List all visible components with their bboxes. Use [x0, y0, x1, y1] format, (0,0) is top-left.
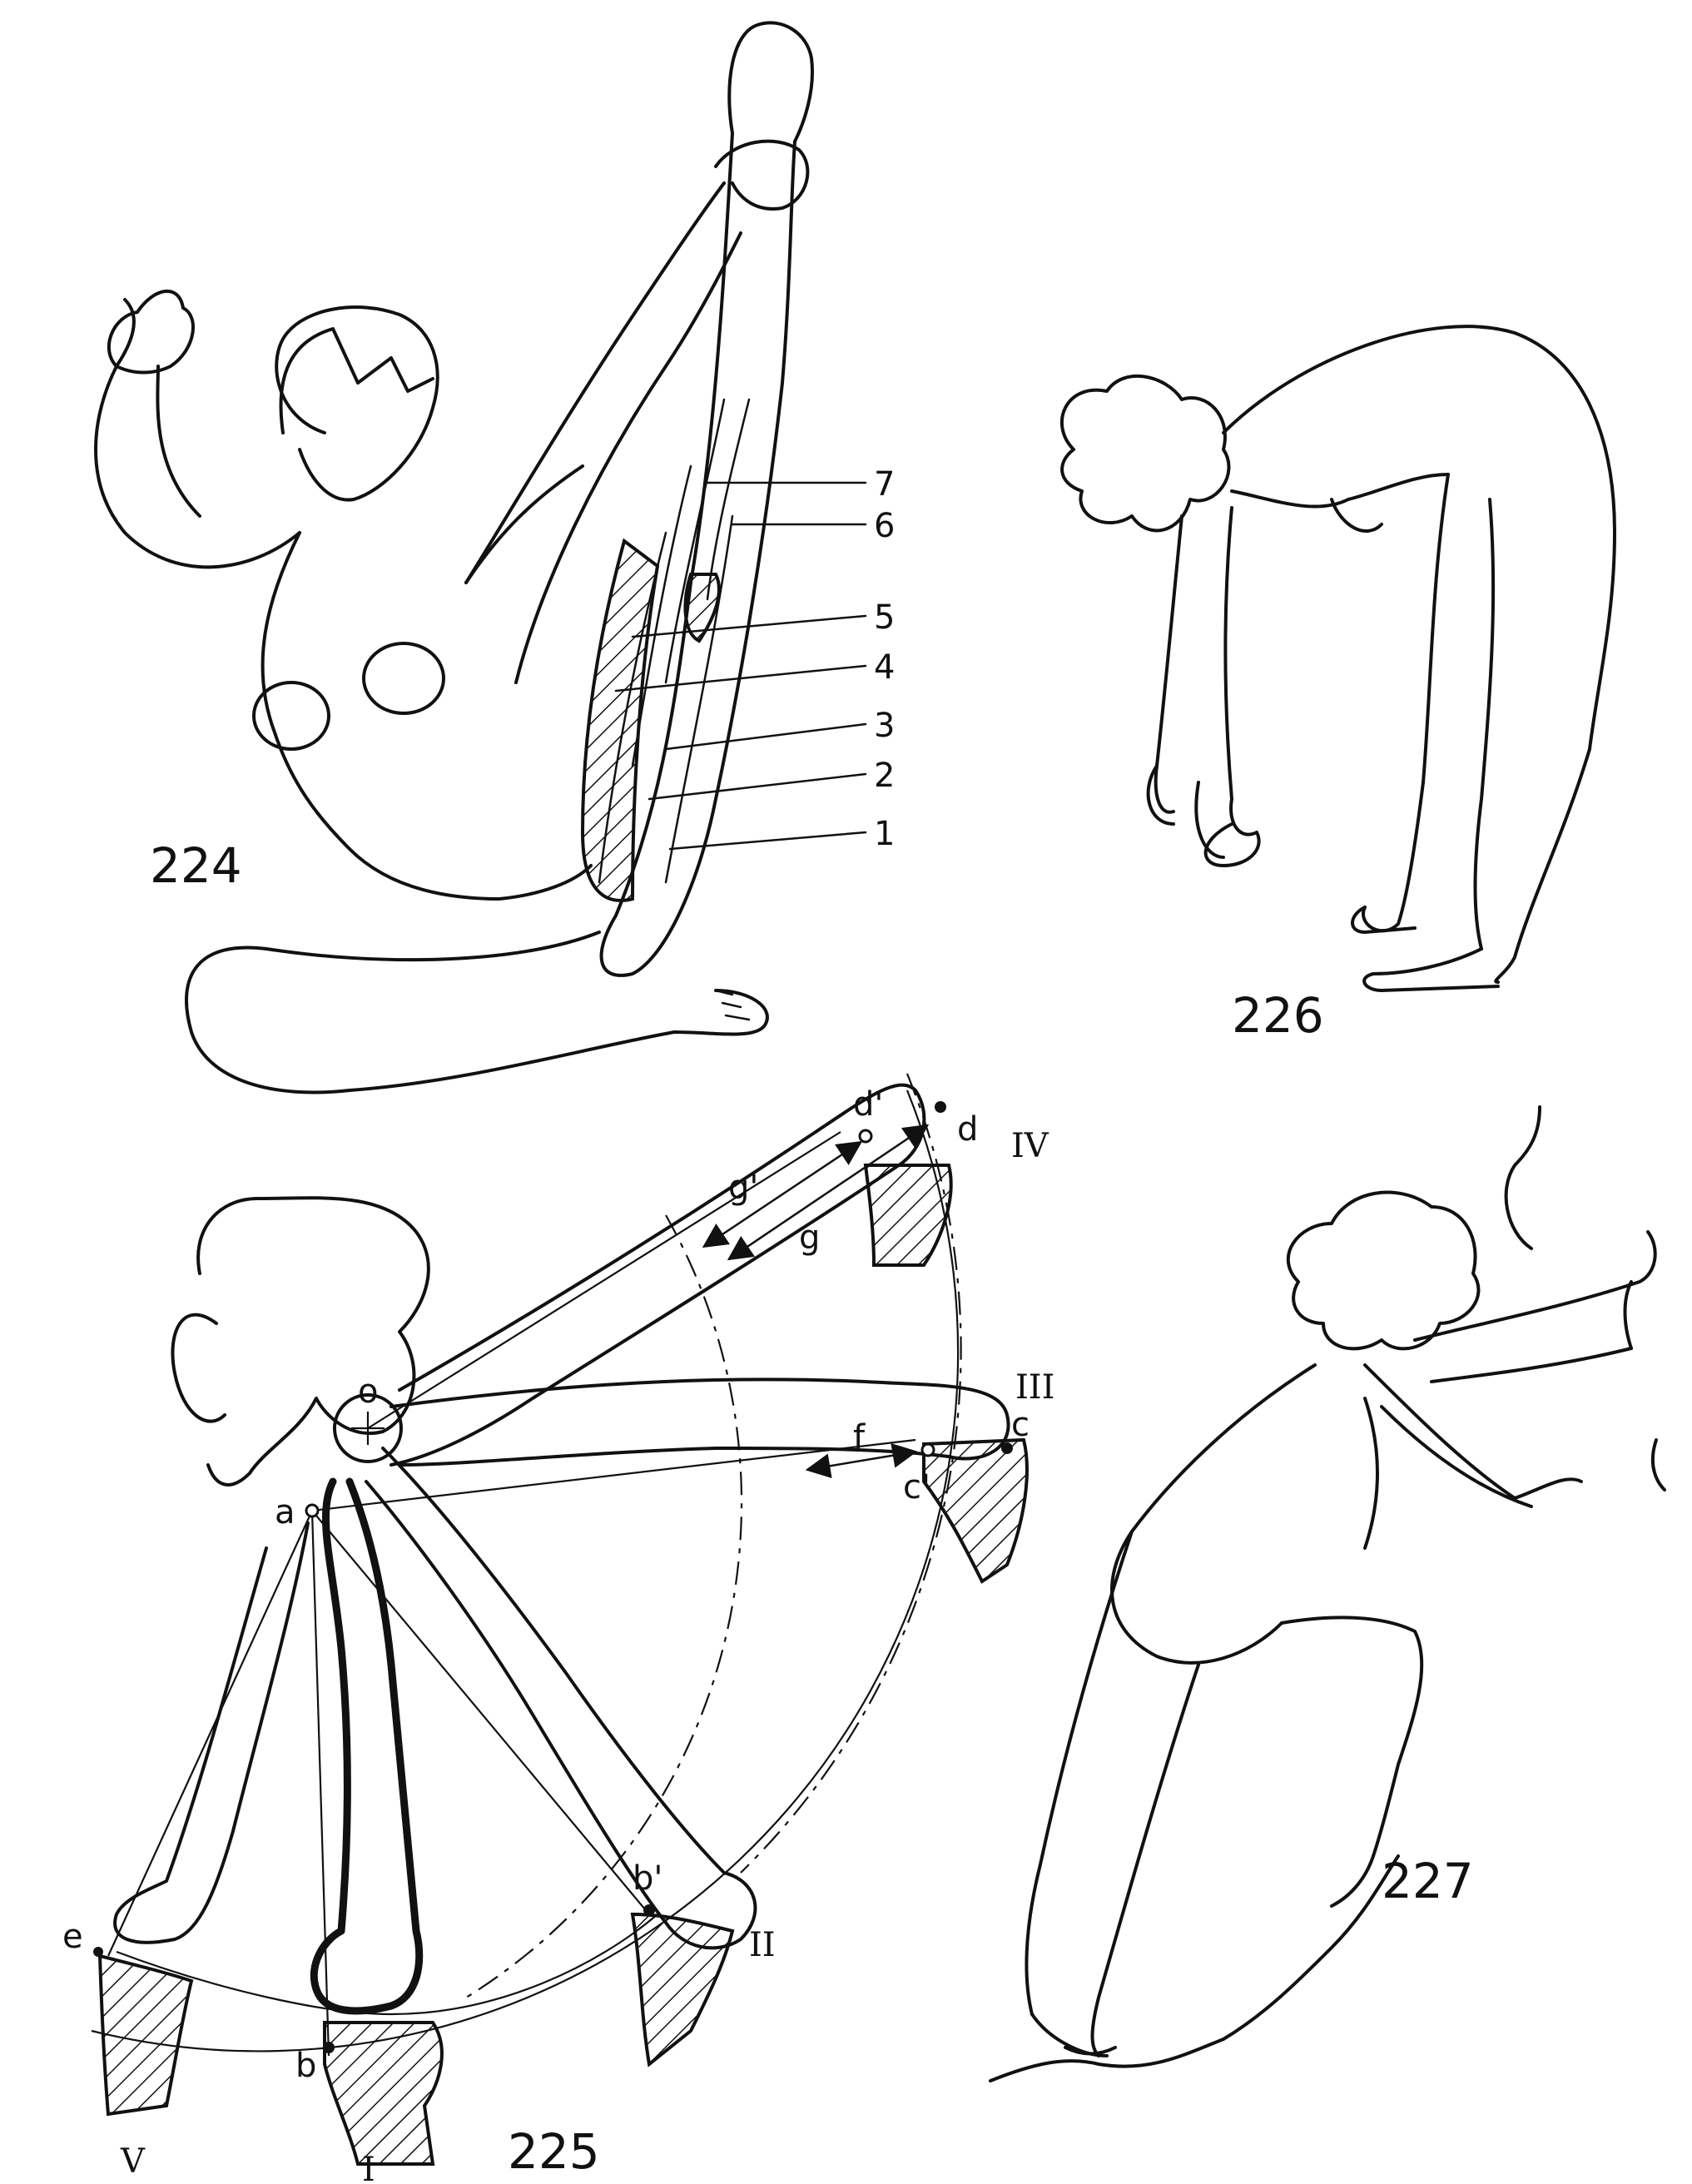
fig224-head	[275, 305, 439, 502]
fig225-label-III: III	[1015, 1368, 1054, 1407]
fig224-label-7: 7	[874, 465, 895, 504]
fig225-knee-arc	[116, 1913, 658, 2016]
fig225-line-a-bprime	[311, 1510, 650, 1915]
fig225-tibia-II	[630, 1912, 735, 2067]
fig226-hands	[1146, 764, 1261, 867]
fig225-tibia-I	[323, 2021, 444, 2166]
fig224-breast-right	[362, 642, 445, 715]
fig225-femur-III	[390, 1377, 1010, 1467]
fig224-label-5: 5	[874, 598, 895, 637]
fig227-torso	[1110, 1363, 1379, 1665]
fig225-pelvis	[171, 1196, 430, 1487]
fig225-arc-outer	[740, 1073, 962, 1874]
fig224-hatch-inner-thigh	[580, 538, 660, 902]
fig225-point-bprime	[643, 1904, 655, 1916]
fig225-point-e	[93, 1947, 103, 1957]
fig227-ground	[989, 1854, 1400, 2082]
fig224-number: 224	[150, 837, 242, 894]
fig224-leader-4	[614, 664, 867, 692]
fig225-label-d: d	[957, 1110, 978, 1149]
fig225-tibia-IV	[863, 1164, 953, 1267]
fig224-leader-2	[648, 772, 867, 801]
fig225-label-I: I	[362, 2151, 375, 2184]
fig225-label-o: o	[358, 1372, 378, 1411]
fig224-label-3: 3	[874, 707, 895, 745]
fig226-legs	[1362, 473, 1591, 984]
fig225-arrow-f	[805, 1442, 918, 1479]
fig224-leader-3	[664, 722, 867, 751]
fig224-label-2: 2	[874, 757, 895, 795]
fig225-label-gprime: g'	[728, 1169, 758, 1207]
fig224-label-1: 1	[874, 815, 895, 853]
fig225-number: 225	[508, 2123, 600, 2180]
fig225-point-dprime	[858, 1129, 873, 1144]
fig225-label-c: c	[1011, 1406, 1030, 1444]
figure-224: 224 7 6 5 4 3 2 1	[94, 21, 895, 1094]
fig225-label-dprime: d'	[853, 1085, 883, 1124]
fig224-leader-5	[631, 614, 867, 638]
fig225-label-bprime: b'	[633, 1859, 662, 1898]
fig225-point-d	[935, 1101, 946, 1113]
fig226-arms	[1154, 506, 1258, 859]
fig225-label-g: g	[799, 1219, 820, 1257]
fig225-femur-V	[113, 1521, 310, 1944]
fig227-feet	[1030, 1854, 1375, 2057]
fig224-fist	[107, 290, 195, 375]
fig224-muscle-lines	[598, 398, 751, 884]
fig225-tibia-III	[922, 1437, 1029, 1584]
fig224-hair	[279, 327, 434, 434]
fig224-leader-1	[668, 831, 867, 851]
fig225-label-II: II	[749, 1926, 776, 1964]
fig226-back	[1222, 325, 1616, 751]
fig227-wall	[1504, 1105, 1666, 1492]
fig225-label-V: V	[120, 2142, 146, 2181]
fig225-point-cprime	[920, 1442, 935, 1457]
fig224-raised-arm	[94, 298, 301, 569]
fig225-tibia-V	[97, 1953, 194, 2117]
fig225-label-a: a	[275, 1493, 295, 1531]
fig225-femur-IV	[390, 1083, 926, 1467]
figure-225: o a b b' c c' d d' e f g g' I II III IV …	[62, 1073, 1054, 2184]
fig224-breast-left	[252, 681, 330, 751]
fig224-label-6: 6	[874, 507, 895, 545]
fig225-label-e: e	[62, 1918, 83, 1956]
fig226-number: 226	[1232, 987, 1324, 1044]
fig227-number: 227	[1382, 1853, 1474, 1909]
figure-226: 226	[1059, 325, 1616, 1044]
fig226-hair	[1059, 374, 1231, 533]
fig224-label-4: 4	[874, 648, 895, 687]
fig225-arc-mid	[91, 1090, 960, 2052]
fig225-label-IV: IV	[1011, 1127, 1049, 1165]
fig225-label-cprime: c'	[903, 1468, 930, 1506]
fig225-point-a	[305, 1503, 320, 1518]
fig225-point-c	[1001, 1442, 1013, 1454]
fig224-torso	[260, 464, 593, 901]
fig225-label-b: b	[295, 2047, 316, 2085]
fig224-seated-leg	[185, 931, 769, 1094]
fig227-legs	[1025, 1530, 1424, 2057]
fig225-arrow-gprime	[702, 1140, 863, 1248]
fig226-feet	[1351, 906, 1500, 992]
fig227-arms	[1363, 1230, 1657, 1508]
fig227-hair	[1286, 1190, 1481, 1351]
fig224-reaching-arm	[464, 181, 742, 684]
fig225-arc-inner	[465, 1214, 743, 1998]
fig224-hand-on-ankle	[714, 139, 810, 211]
fig226-torso-front	[1230, 473, 1450, 534]
fig225-label-f: f	[853, 1418, 866, 1457]
figure-227: 227	[989, 1105, 1666, 2082]
fig225-hip-joint	[333, 1393, 403, 1463]
fig224-hatch-upper-thigh	[683, 573, 721, 643]
fig225-femur-II	[365, 1447, 757, 1950]
fig225-point-b	[323, 2042, 335, 2053]
fig225-line-a-b	[310, 1510, 330, 2057]
fig225-line-a-e	[107, 1510, 314, 1957]
fig225-femur-I	[310, 1477, 424, 2015]
fig224-raised-foot	[727, 21, 814, 143]
fig224-seated-foot-toes	[714, 989, 751, 1021]
